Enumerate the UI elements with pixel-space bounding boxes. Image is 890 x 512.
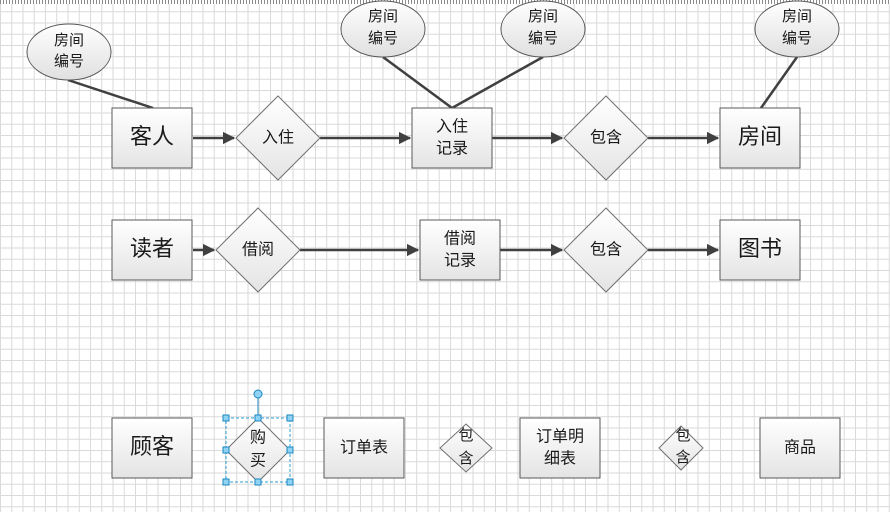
resize-handle-nw[interactable]	[222, 414, 230, 422]
connector-guest-attr[interactable]	[67, 78, 154, 110]
relation-contain-row1[interactable]: 包含	[563, 95, 649, 181]
entity-order-detail[interactable]: 订单明 细表	[519, 417, 601, 479]
entity-customer[interactable]: 顾客	[111, 417, 193, 479]
entity-goods[interactable]: 商品	[759, 417, 841, 479]
relation-contain-row3-1[interactable]: 包 含	[439, 423, 493, 473]
entity-label-line2: 记录	[436, 139, 468, 158]
resize-handle-sw[interactable]	[222, 478, 230, 486]
relation-label-line2: 含	[458, 449, 473, 467]
attr-text-line1: 房间	[528, 7, 558, 25]
attr-text-line1: 房间	[54, 31, 84, 49]
relation-label: 入住	[262, 128, 294, 147]
entity-label: 客人	[130, 125, 174, 150]
relation-label: 借阅	[242, 240, 274, 259]
entity-label: 房间	[738, 125, 782, 150]
relation-label: 包含	[590, 128, 622, 147]
attr-text-line2: 编号	[782, 29, 812, 47]
entity-reader[interactable]: 读者	[111, 219, 193, 281]
relation-contain-row2[interactable]: 包含	[563, 207, 649, 293]
ruler-edge	[0, 0, 890, 4]
attr-text-line1: 房间	[368, 7, 398, 25]
attr-record-room-no-2[interactable]: 房间 编号	[500, 0, 586, 58]
relation-label-line1: 包	[675, 426, 690, 444]
relation-label-line1: 包	[458, 426, 473, 444]
relation-checkin[interactable]: 入住	[235, 95, 321, 181]
entity-guest[interactable]: 客人	[111, 107, 193, 169]
relation-label-line2: 买	[250, 451, 266, 470]
entity-order[interactable]: 订单表	[323, 417, 405, 479]
entity-label-line1: 入住	[436, 117, 468, 136]
entity-label-line2: 细表	[544, 449, 576, 468]
connector-record-attr-2[interactable]	[451, 55, 544, 110]
relation-borrow[interactable]: 借阅	[215, 207, 301, 293]
relation-label-line1: 购	[250, 428, 266, 447]
rotate-handle[interactable]	[253, 389, 263, 399]
entity-book[interactable]: 图书	[719, 219, 801, 281]
selection-handles[interactable]	[222, 389, 294, 486]
resize-handle-n[interactable]	[254, 414, 262, 422]
resize-handle-e[interactable]	[286, 446, 294, 454]
attr-room-no[interactable]: 房间 编号	[754, 0, 840, 58]
relation-buy[interactable]: 购 买	[225, 417, 291, 483]
attr-text-line1: 房间	[782, 7, 812, 25]
row1-connectors	[67, 55, 799, 145]
entity-label: 顾客	[130, 435, 174, 460]
resize-handle-s[interactable]	[254, 478, 262, 486]
connector-record-attr-1[interactable]	[382, 55, 453, 110]
relation-contain-row3-2[interactable]: 包 含	[658, 425, 704, 471]
entity-label-line1: 订单明	[536, 427, 584, 446]
resize-handle-w[interactable]	[222, 446, 230, 454]
entity-label: 图书	[738, 237, 782, 262]
entity-label: 订单表	[340, 438, 388, 457]
attr-text-line2: 编号	[528, 29, 558, 47]
attr-text-line2: 编号	[54, 52, 84, 70]
entity-borrow-record[interactable]: 借阅 记录	[419, 219, 501, 281]
entity-label-line1: 借阅	[444, 229, 476, 248]
attr-text-line2: 编号	[368, 29, 398, 47]
relation-label: 包含	[590, 240, 622, 259]
entity-room[interactable]: 房间	[719, 107, 801, 169]
resize-handle-se[interactable]	[286, 478, 294, 486]
attr-record-room-no-1[interactable]: 房间 编号	[340, 0, 426, 58]
entity-checkin-record[interactable]: 入住 记录	[411, 107, 493, 169]
entity-label: 商品	[784, 438, 816, 457]
entity-label: 读者	[130, 237, 174, 262]
entity-label-line2: 记录	[444, 251, 476, 270]
relation-label-line2: 含	[675, 448, 690, 466]
attr-guest-room-no[interactable]: 房间 编号	[26, 23, 112, 81]
resize-handle-ne[interactable]	[286, 414, 294, 422]
connector-room-attr[interactable]	[759, 56, 799, 109]
